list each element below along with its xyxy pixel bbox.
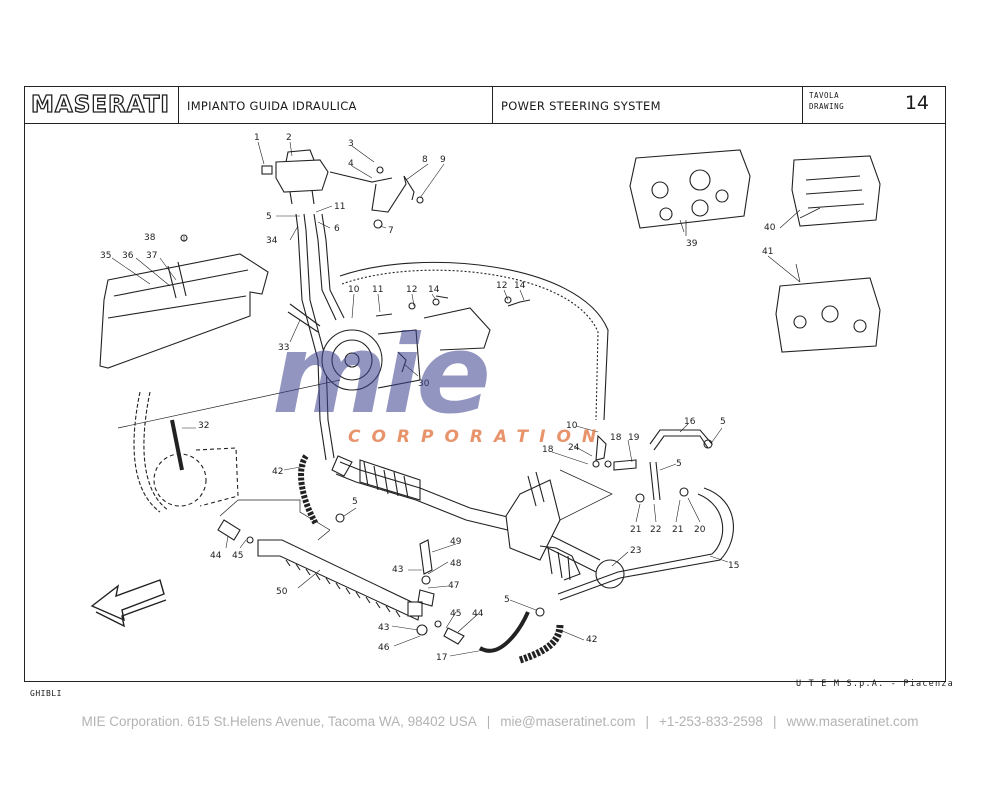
publisher-credit: U T E M S.p.A. - Piacenza [796,679,954,689]
callout-18: 18 [610,433,622,443]
callout-14: 14 [514,281,526,291]
logo-cell: MASERATI [25,87,179,123]
callout-30: 30 [418,379,430,389]
steering-pump [321,295,531,391]
callout-32: 32 [198,421,209,431]
pressure-hose [339,261,609,421]
callout-3: 3 [348,139,354,149]
callout-47: 47 [448,581,459,591]
callout-38: 38 [144,233,156,243]
callout-1: 1 [254,133,260,143]
flexible-hose [298,454,564,664]
steering-rack [331,455,625,589]
return-hoses [557,429,734,601]
callout-41: 41 [762,247,773,257]
callout-12: 12 [496,281,507,291]
title-english: POWER STEERING SYSTEM [501,99,661,113]
callout-5: 5 [504,595,510,605]
callout-6: 6 [334,224,340,234]
callout-19: 19 [628,433,640,443]
callout-21: 21 [630,525,641,535]
company-address: MIE Corporation. 615 St.Helens Avenue, T… [81,714,477,729]
callout-4: 4 [348,159,354,169]
callout-43: 43 [392,565,403,575]
callout-39: 39 [686,239,698,249]
callout-10: 10 [566,421,578,431]
english-title-cell: POWER STEERING SYSTEM [493,87,803,123]
engine-views [629,149,881,353]
reservoir-hoses [287,213,345,461]
callout-36: 36 [122,251,134,261]
callout-5: 5 [352,497,358,507]
tavola-label: TAVOLA [809,91,840,100]
drawing-number: 14 [904,92,929,114]
callout-18: 18 [542,445,554,455]
callout-22: 22 [650,525,661,535]
callout-leaders [111,141,801,657]
callout-12: 12 [406,285,417,295]
callout-16: 16 [684,417,696,427]
separator: | [645,714,649,729]
callout-35: 35 [100,251,111,261]
callout-45: 45 [450,609,461,619]
reservoir-part [261,149,424,229]
drive-belt [133,391,239,513]
separator: | [486,714,491,729]
callout-5: 5 [720,417,726,427]
callout-11: 11 [334,202,345,212]
callout-44: 44 [472,609,484,619]
callout-10: 10 [348,285,360,295]
contact-website[interactable]: www.maseratinet.com [786,714,919,729]
callout-14: 14 [428,285,440,295]
rack-bar [257,539,423,621]
title-italian: IMPIANTO GUIDA IDRAULICA [187,99,357,113]
direction-arrow [90,579,167,628]
callout-2: 2 [286,133,292,143]
model-code: GHIBLI [30,689,62,698]
callout-44: 44 [210,551,222,561]
callout-49: 49 [450,537,462,547]
callout-42: 42 [272,467,283,477]
contact-footer: MIE Corporation. 615 St.Helens Avenue, T… [0,714,1000,729]
callout-5: 5 [266,212,272,222]
maserati-logo: MASERATI [30,91,170,118]
callout-8: 8 [422,155,428,165]
callout-46: 46 [378,643,390,653]
callout-15: 15 [728,561,739,571]
callout-40: 40 [764,223,776,233]
callout-43: 43 [378,623,389,633]
contact-email[interactable]: mie@maseratinet.com [500,714,636,729]
small-fittings [217,434,713,645]
title-block: MASERATI IMPIANTO GUIDA IDRAULICA POWER … [25,87,945,124]
callout-7: 7 [388,226,394,236]
callout-5: 5 [676,459,682,469]
drawing-label: DRAWING [809,102,845,111]
guide-lines [117,207,821,541]
callout-17: 17 [436,653,447,663]
contact-phone[interactable]: +1-253-833-2598 [658,714,763,729]
callout-labels: 1 2 3 4 8 9 5 11 34 6 7 38 35 36 37 10 1… [100,133,776,663]
drawing-sheet: MASERATI IMPIANTO GUIDA IDRAULICA POWER … [24,86,946,682]
callout-20: 20 [694,525,706,535]
drawing-number-cell: TAVOLA DRAWING 14 [803,87,947,123]
callout-34: 34 [266,236,278,246]
separator: | [772,714,777,729]
callout-11: 11 [372,285,383,295]
callout-23: 23 [630,546,641,556]
heat-shield [99,234,269,369]
callout-45: 45 [232,551,243,561]
callout-37: 37 [146,251,157,261]
callout-21: 21 [672,525,683,535]
callout-9: 9 [440,155,446,165]
callout-42: 42 [586,635,597,645]
callout-48: 48 [450,559,462,569]
callout-50: 50 [276,587,288,597]
callout-24: 24 [568,443,580,453]
callout-33: 33 [278,343,289,353]
italian-title-cell: IMPIANTO GUIDA IDRAULICA [179,87,493,123]
